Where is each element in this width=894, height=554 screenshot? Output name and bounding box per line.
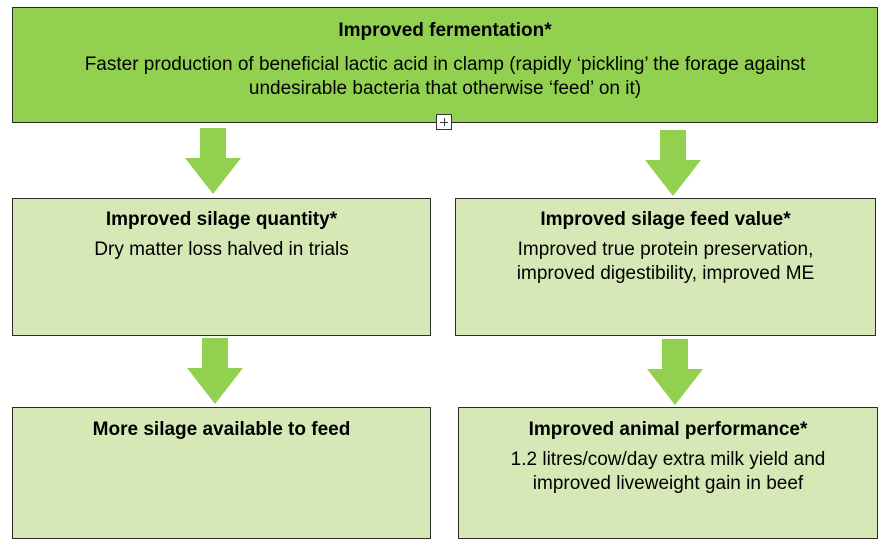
silage-feed-value-title: Improved silage feed value* <box>540 209 791 230</box>
silage-feed-value-description: Improved true protein preservation, impr… <box>516 239 815 284</box>
silage-quantity-title: Improved silage quantity* <box>105 209 338 230</box>
fermentation-box: Improved fermentation* Faster production… <box>12 7 878 123</box>
silage-quantity-box: Improved silage quantity* Dry matter los… <box>12 198 431 336</box>
silage-feed-value-box: Improved silage feed value* Improved tru… <box>455 198 876 336</box>
down-arrow-icon <box>187 338 243 404</box>
more-silage-box: More silage available to feed <box>12 407 431 539</box>
down-arrow-icon <box>647 339 703 405</box>
more-silage-title: More silage available to feed <box>92 419 351 440</box>
animal-performance-box: Improved animal performance* 1.2 litres/… <box>458 407 878 539</box>
fermentation-title: Improved fermentation* <box>338 20 552 41</box>
silage-quantity-description: Dry matter loss halved in trials <box>94 239 349 260</box>
animal-performance-description: 1.2 litres/cow/day extra milk yield and … <box>510 449 826 494</box>
down-arrow-icon <box>185 128 241 194</box>
down-arrow-icon <box>645 130 701 196</box>
animal-performance-title: Improved animal performance* <box>528 419 808 440</box>
plus-box-icon[interactable] <box>436 114 452 130</box>
fermentation-description: Faster production of beneficial lactic a… <box>84 54 806 99</box>
